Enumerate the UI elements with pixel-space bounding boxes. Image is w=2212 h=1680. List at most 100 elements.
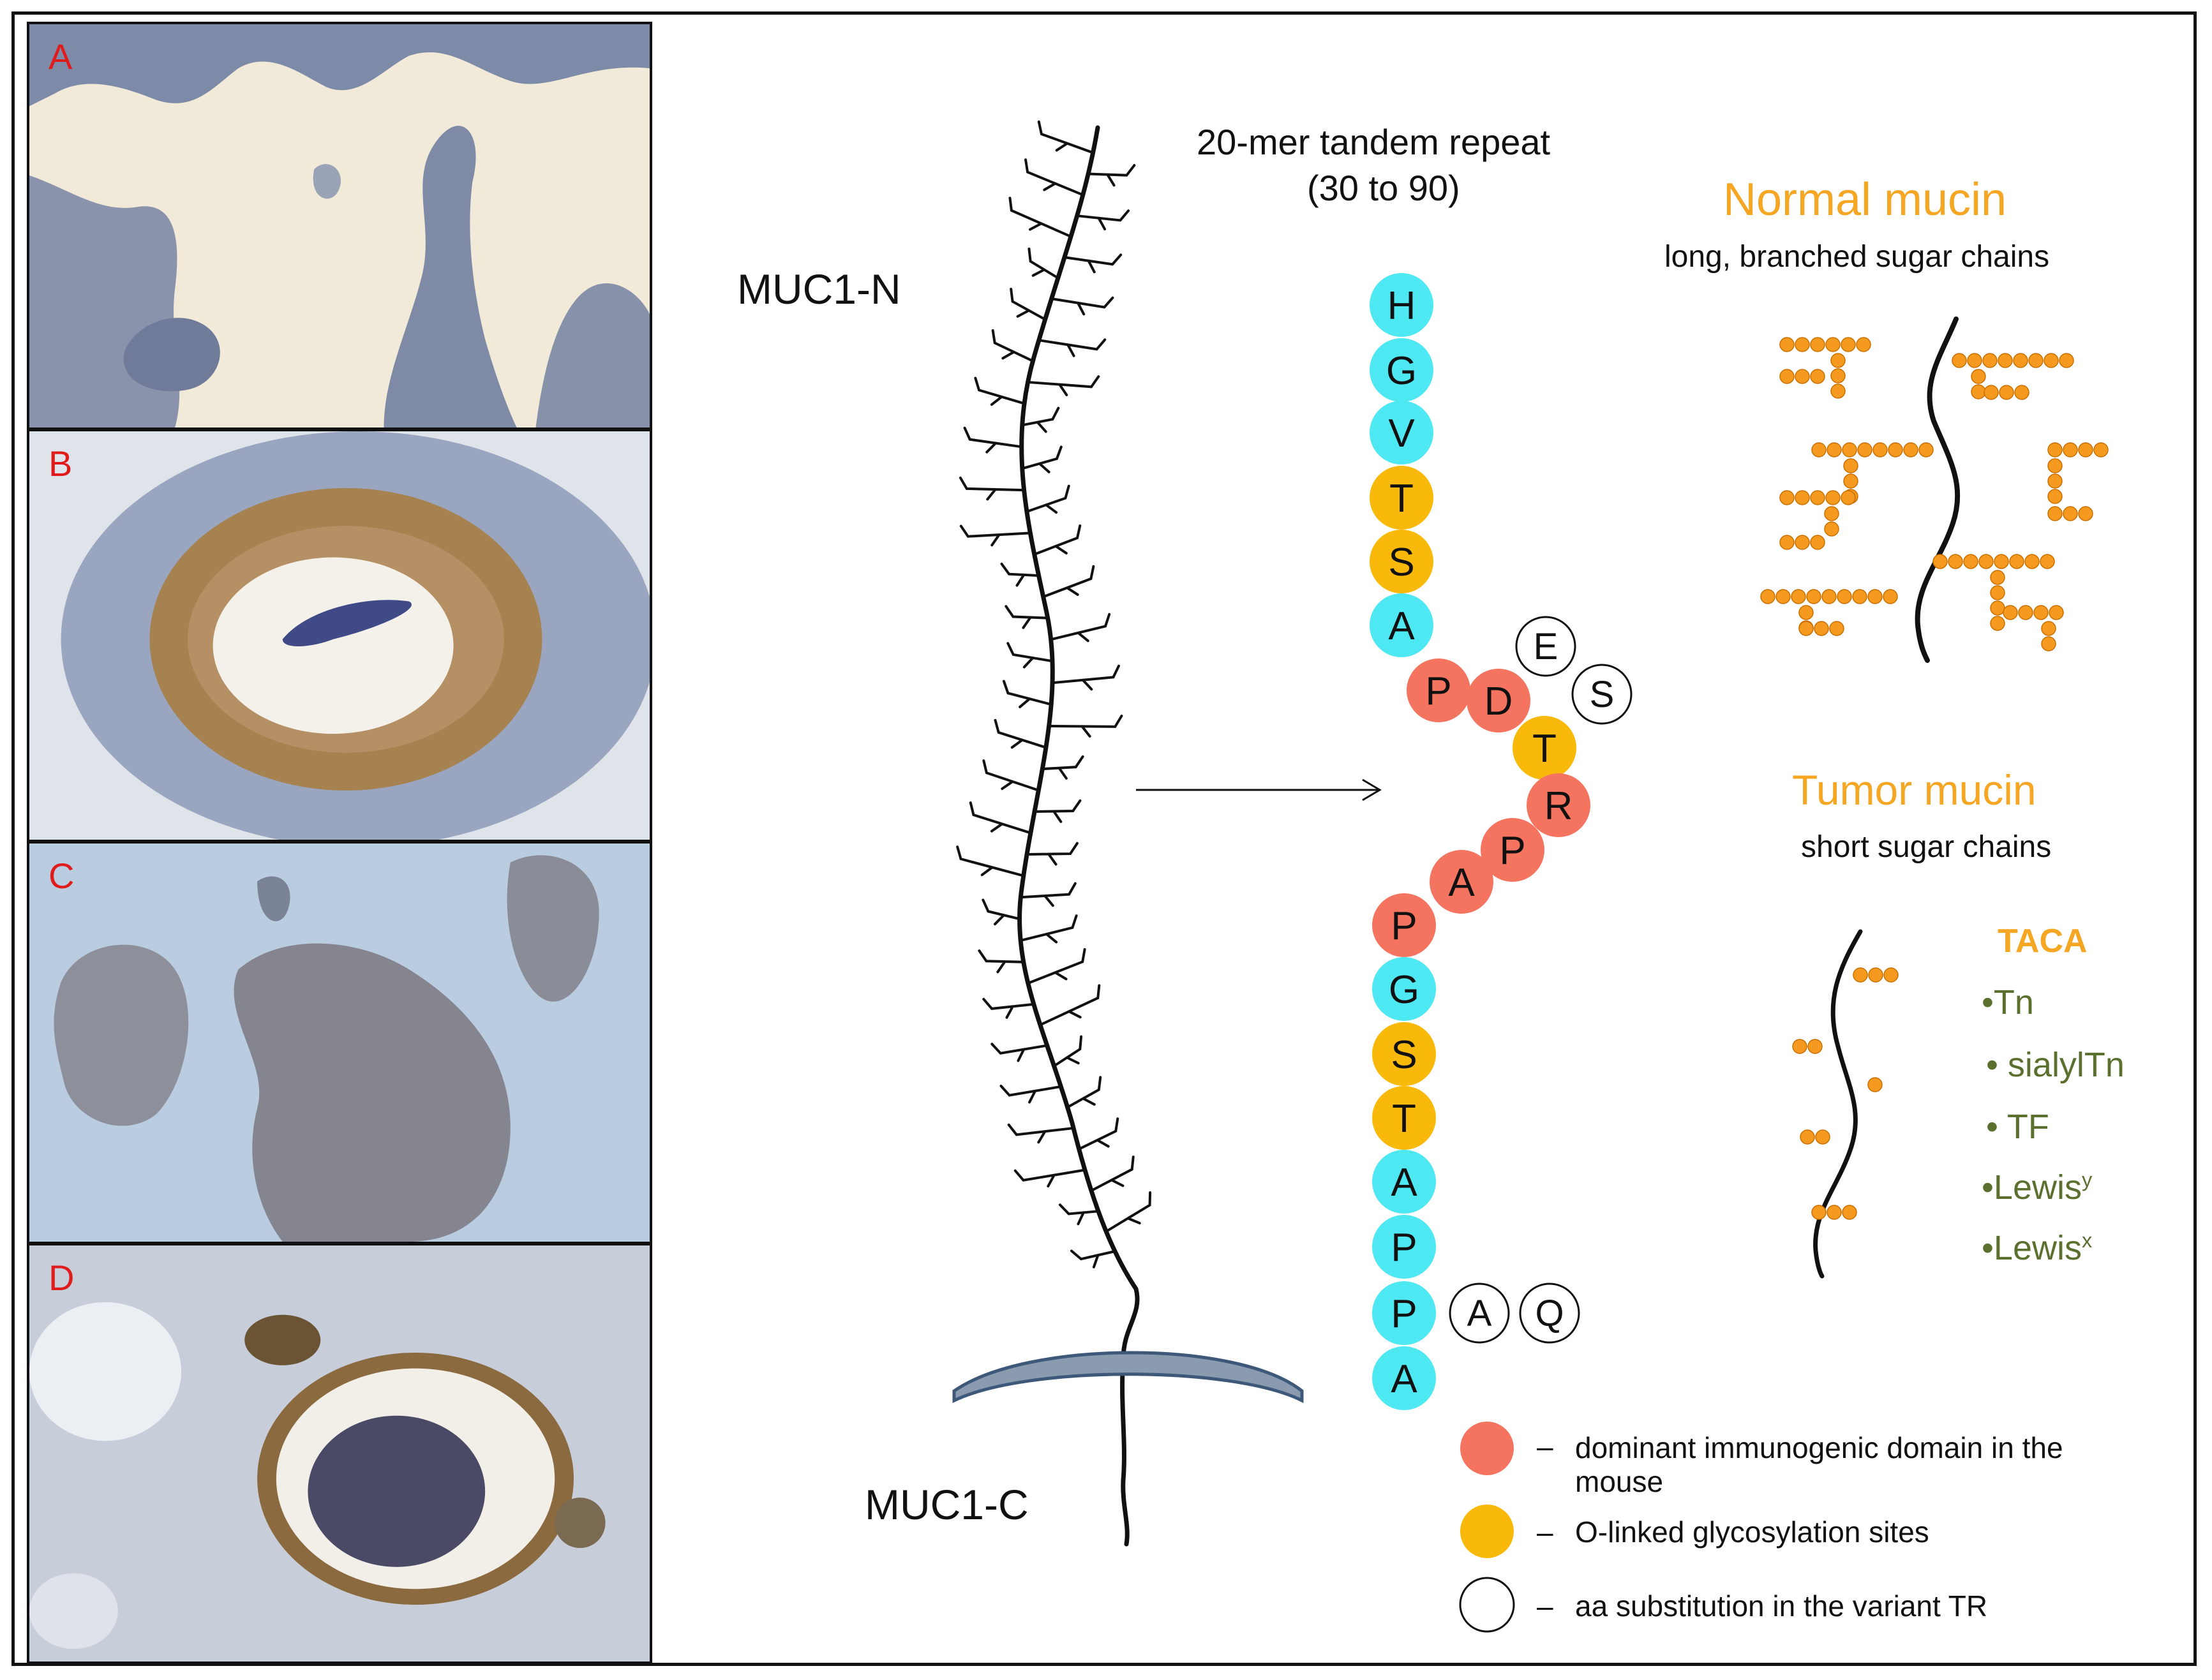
muc1-branch (1052, 1035, 1083, 1067)
cell-membrane (952, 1351, 1304, 1404)
residue-letter: T (1389, 477, 1414, 521)
sugar-dot (1841, 337, 1856, 352)
sugar-dot (2047, 473, 2063, 489)
muc1-backbone (1017, 125, 1140, 1547)
sugar-dot (1825, 490, 1841, 505)
residue-letter: P (1425, 669, 1451, 713)
micrograph-a-image (29, 24, 650, 427)
muc1-branch (1041, 755, 1084, 780)
muc1-branch (1049, 613, 1111, 643)
substitution-letter: Q (1535, 1293, 1564, 1334)
muc1-branch (1026, 948, 1086, 985)
sugar-dot (1857, 442, 1872, 457)
sugar-dot (2093, 442, 2109, 457)
panel-c-label: C (49, 856, 75, 896)
sugar-dot (1856, 337, 1871, 352)
residue-letter: P (1391, 904, 1417, 948)
muc1-branch (1089, 1156, 1135, 1193)
substitution-circle (1519, 1282, 1580, 1344)
muc1-branch (1008, 197, 1073, 238)
muc1-branch (991, 329, 1035, 362)
sugar-dot (1798, 621, 1814, 636)
sugar-dot (2063, 506, 2078, 521)
normal-mucin-title: Normal mucin (1723, 174, 2007, 225)
sugar-dot (2028, 353, 2044, 368)
muc1-branch (1087, 164, 1136, 187)
residue-letter: G (1389, 968, 1419, 1012)
muc1-branch (963, 426, 1023, 454)
residue-letter: P (1499, 829, 1525, 873)
sugar-dot (2013, 353, 2028, 368)
sugar-dot (1948, 554, 1963, 569)
residue-circle-other (1372, 1215, 1436, 1279)
substitution-letter: E (1534, 626, 1558, 667)
sugar-dot (1815, 1129, 1830, 1145)
muc1-branch (959, 524, 1032, 547)
sugar-dot (1990, 616, 2005, 631)
sugar-dot (2047, 506, 2063, 521)
sugar-dot (1853, 967, 1868, 983)
sugar-dot (2024, 554, 2040, 569)
sugar-dot (1867, 589, 1883, 604)
sugar-dot (1827, 442, 1842, 457)
sugar-dot (1867, 1077, 1883, 1092)
substitution-circle (1571, 664, 1633, 725)
residue-circle-immuno (1407, 658, 1470, 722)
sugar-dot (1775, 589, 1791, 604)
sugar-dot (1843, 458, 1858, 473)
sugar-dot (2018, 605, 2033, 620)
sugar-dot (1830, 383, 1846, 399)
sugar-dot (1830, 368, 1846, 383)
sugar-dot (1998, 353, 2013, 368)
sugar-dot (1811, 442, 1827, 457)
normal-mucin-backbone (1915, 316, 1961, 663)
residue-letter: A (1388, 604, 1415, 648)
residue-circle-glyco (1370, 530, 1433, 593)
residue-letter: R (1544, 784, 1573, 828)
sugar-dot (1810, 337, 1825, 352)
sugar-dot (1791, 589, 1806, 604)
muc1-branch (1063, 253, 1123, 274)
sugar-dot (1821, 589, 1837, 604)
muc1-branch (1051, 664, 1121, 691)
sugar-dot (1971, 369, 1986, 384)
sugar-dot (1795, 535, 1810, 550)
tumor-mucin-sugars (1792, 967, 1899, 1220)
sugar-dot (2047, 489, 2063, 504)
muc1-branch (1066, 1076, 1102, 1109)
residue-circle-immuno (1372, 893, 1436, 957)
muc1-branch (982, 997, 1035, 1019)
legend-immuno-swatch (1460, 1422, 1514, 1475)
micrograph-b-image (29, 431, 650, 840)
residue-letter: P (1391, 1226, 1417, 1270)
sugar-dot (1883, 589, 1898, 604)
panel-b-label: B (49, 443, 73, 484)
residue-letter: H (1387, 284, 1416, 328)
tumor-mucin-subtitle: short sugar chains (1801, 830, 2052, 864)
residue-circle-glyco (1372, 1022, 1436, 1086)
muc1-branch (982, 759, 1040, 792)
lewis-y-superscript: y (2081, 1168, 2093, 1191)
substitution-circle (1515, 616, 1576, 677)
residue-letter: V (1388, 412, 1415, 456)
sugar-dot (1811, 1205, 1827, 1220)
legend-glyco-swatch (1460, 1505, 1514, 1558)
legend-dash-2: – (1537, 1515, 1553, 1549)
sugar-dot (1827, 1205, 1842, 1220)
residue-letter: D (1484, 680, 1513, 724)
sugar-dot (1779, 535, 1795, 550)
muc1-branch (1013, 1168, 1086, 1188)
micrograph-panel-c: C (27, 841, 652, 1244)
sugar-dot (1842, 442, 1857, 457)
sugar-dot (1982, 353, 1998, 368)
residue-circle-glyco (1370, 466, 1433, 530)
muc1-n-label: MUC1-N (737, 265, 901, 313)
repeat-range: (30 to 90) (1307, 168, 1460, 208)
sugar-dot (1868, 967, 1883, 983)
sugar-dot (1971, 384, 1986, 399)
substitution-circle (1449, 1282, 1510, 1344)
muc1-branch (1010, 287, 1047, 321)
sugar-dot (1967, 353, 1982, 368)
muc1-branch (990, 1043, 1049, 1062)
